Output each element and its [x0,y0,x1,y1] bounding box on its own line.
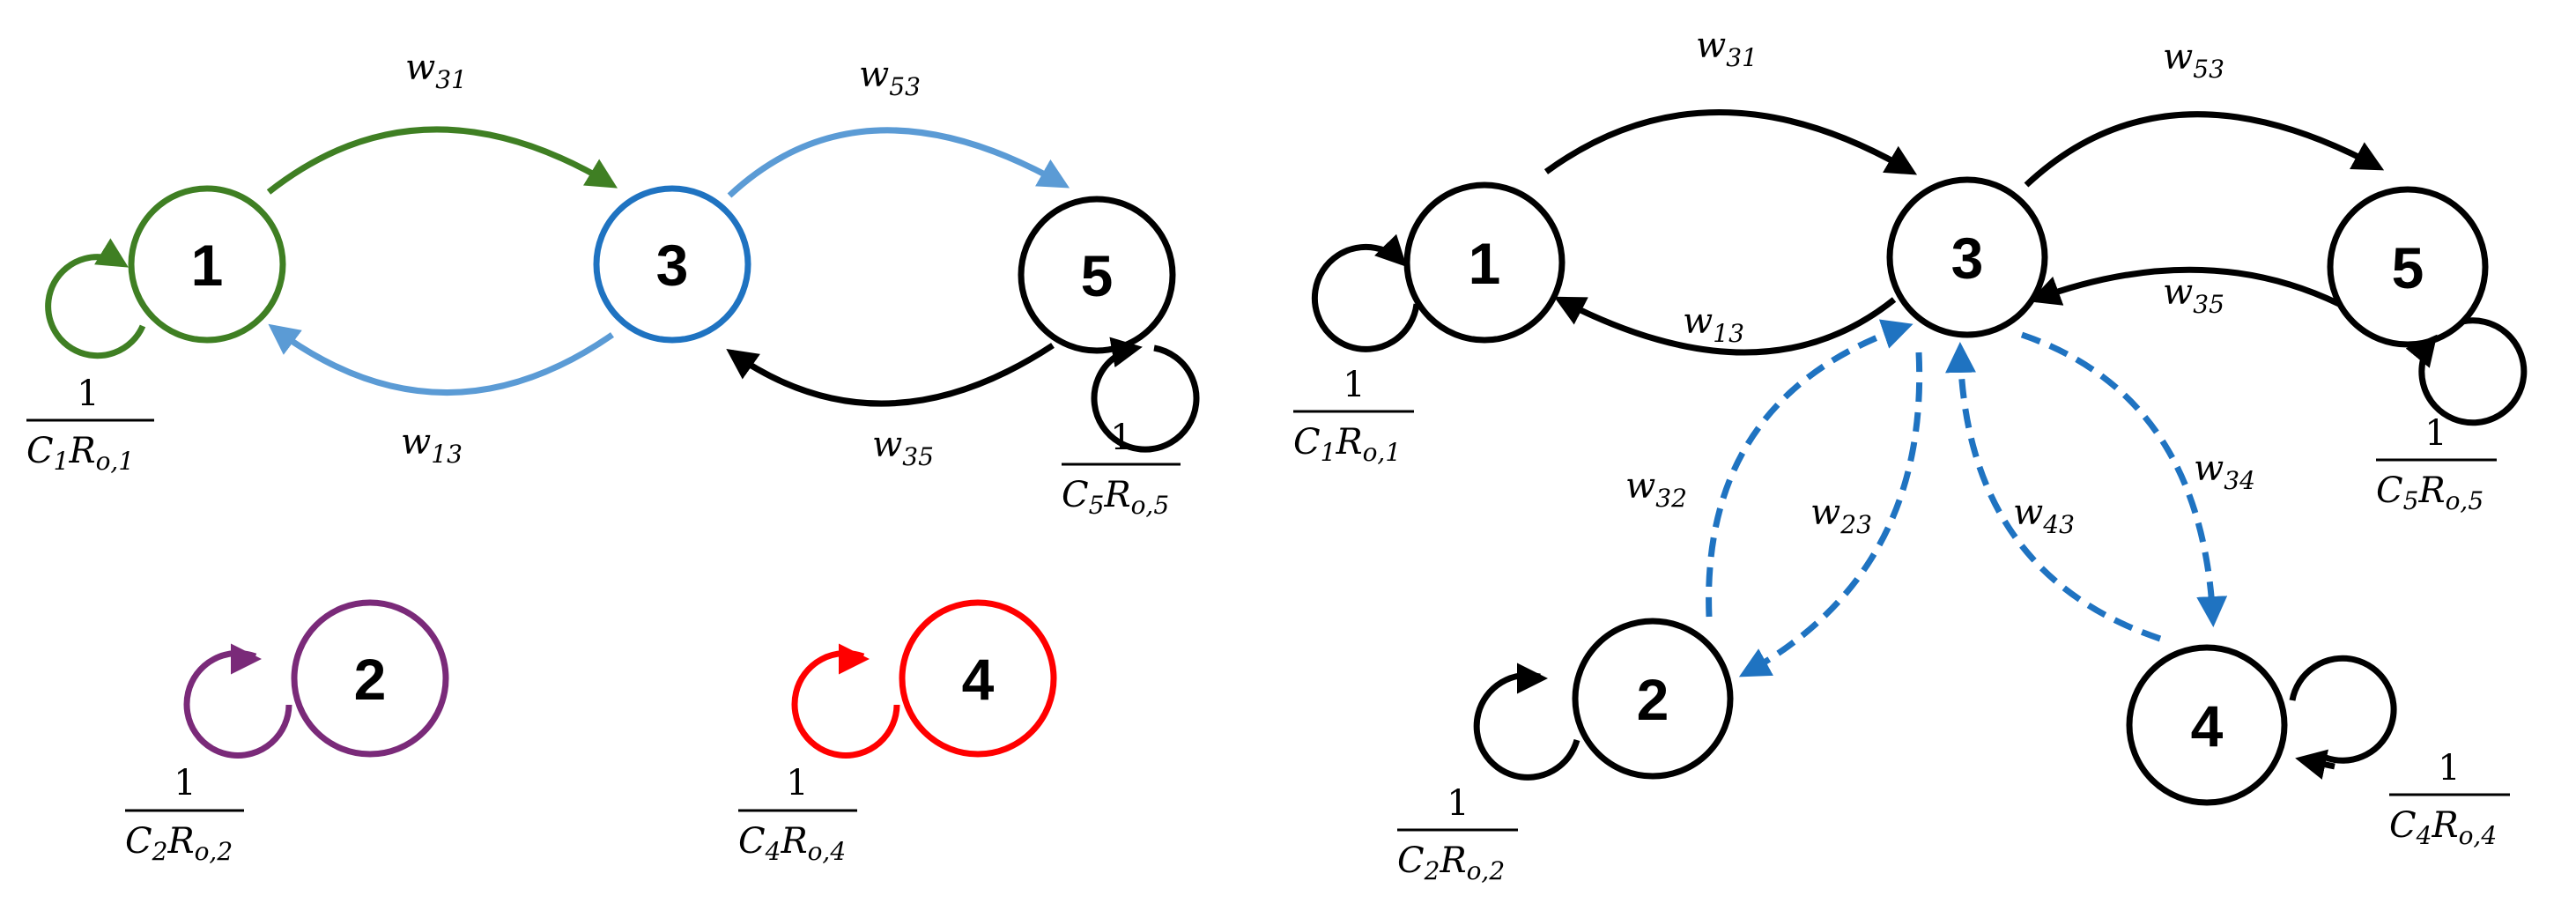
svg-text:C4Ro,4: C4Ro,4 [738,821,846,866]
right-node-3-label: 3 [1951,226,1984,291]
right-edge-w23 [1738,352,1923,677]
left-fraction-n5: 1 C5Ro,5 [1062,418,1181,520]
left-edge-w53 [727,127,1070,198]
right-edge-w32 [1706,319,1913,618]
right-edge-w13 [1553,296,1897,356]
left-fraction-n2: 1 C2Ro,2 [125,763,244,866]
right-label-w32: w32 [1625,466,1687,513]
right-node-5-label: 5 [2392,235,2424,300]
right-self-loop-1 [1311,233,1420,352]
left-node-5: 5 [1018,196,1176,354]
right-node-4: 4 [2126,644,2288,806]
right-fraction-n4: 1 C4Ro,4 [2389,748,2510,850]
left-diagram: 1 3 5 2 4 w31 w53 w13 w35 [26,48,1200,866]
right-edge-w43 [1945,342,2162,642]
left-label-w13: w13 [401,422,463,469]
right-self-loop-4-tip [2295,749,2335,780]
svg-text:C2Ro,2: C2Ro,2 [125,821,233,866]
left-fraction-n1: 1 C1Ro,1 [26,374,154,476]
left-edge-w35 [726,343,1055,407]
right-node-1-label: 1 [1469,231,1501,296]
left-node-4: 4 [899,599,1057,758]
left-fraction-n4: 1 C4Ro,4 [738,763,857,866]
right-node-2-label: 2 [1637,667,1669,732]
right-node-2: 2 [1572,618,1734,780]
left-node-2-label: 2 [354,647,387,712]
right-label-w31: w31 [1696,26,1758,72]
right-edge-w31 [1543,109,1918,175]
right-self-loop-5 [2405,317,2528,426]
left-node-1-label: 1 [191,233,224,298]
left-self-loop-1 [45,238,146,359]
right-edge-w53 [2024,111,2385,188]
left-node-4-label: 4 [962,647,995,712]
svg-text:1: 1 [786,763,808,803]
right-fraction-n5: 1 C5Ro,5 [2376,413,2497,515]
left-edge-w31 [266,126,618,195]
left-node-5-label: 5 [1081,243,1114,308]
right-fraction-n2: 1 C2Ro,2 [1397,783,1518,885]
left-label-w53: w53 [859,55,921,101]
svg-text:1: 1 [1447,783,1469,824]
left-node-2: 2 [291,599,449,758]
left-label-w31: w31 [405,48,467,94]
right-label-w35: w35 [2163,272,2224,319]
svg-text:C4Ro,4: C4Ro,4 [2389,805,2497,850]
right-fraction-n1: 1 C1Ro,1 [1293,365,1414,467]
svg-text:1: 1 [77,374,99,414]
svg-text:1: 1 [174,763,196,803]
svg-text:C1Ro,1: C1Ro,1 [26,431,134,476]
right-node-5: 5 [2327,186,2489,348]
svg-text:1: 1 [2438,748,2460,788]
svg-text:C1Ro,1: C1Ro,1 [1293,422,1401,467]
left-self-loop-5-arc [1091,337,1200,453]
right-label-w34: w34 [2194,448,2255,495]
left-edge-w13 [268,323,614,396]
left-node-3-label: 3 [656,233,689,298]
right-edge-w35 [2029,266,2341,307]
svg-text:C5Ro,5: C5Ro,5 [1062,475,1169,520]
right-self-loop-4 [2289,655,2397,764]
left-label-w35: w35 [872,425,934,471]
right-node-3: 3 [1886,176,2048,338]
right-label-w13: w13 [1683,301,1744,348]
right-node-4-label: 4 [2191,693,2224,759]
right-self-loop-2 [1473,671,1580,781]
left-node-1: 1 [128,185,286,344]
left-self-loop-2 [183,649,292,759]
svg-text:C2Ro,2: C2Ro,2 [1397,840,1505,885]
right-label-w53: w53 [2163,37,2224,84]
svg-text:1: 1 [1343,365,1365,405]
right-label-w43: w43 [2013,492,2075,539]
svg-text:C5Ro,5: C5Ro,5 [2376,470,2483,515]
svg-text:1: 1 [2424,413,2446,454]
right-label-w23: w23 [1810,492,1872,539]
right-node-1: 1 [1403,181,1566,344]
svg-text:1: 1 [1110,418,1132,458]
right-edge-w34 [2020,331,2228,627]
left-node-3: 3 [593,185,751,344]
right-diagram: 1 3 5 2 4 w31 w53 w13 w35 w32 w23 [1293,26,2528,885]
left-self-loop-4 [791,649,900,759]
